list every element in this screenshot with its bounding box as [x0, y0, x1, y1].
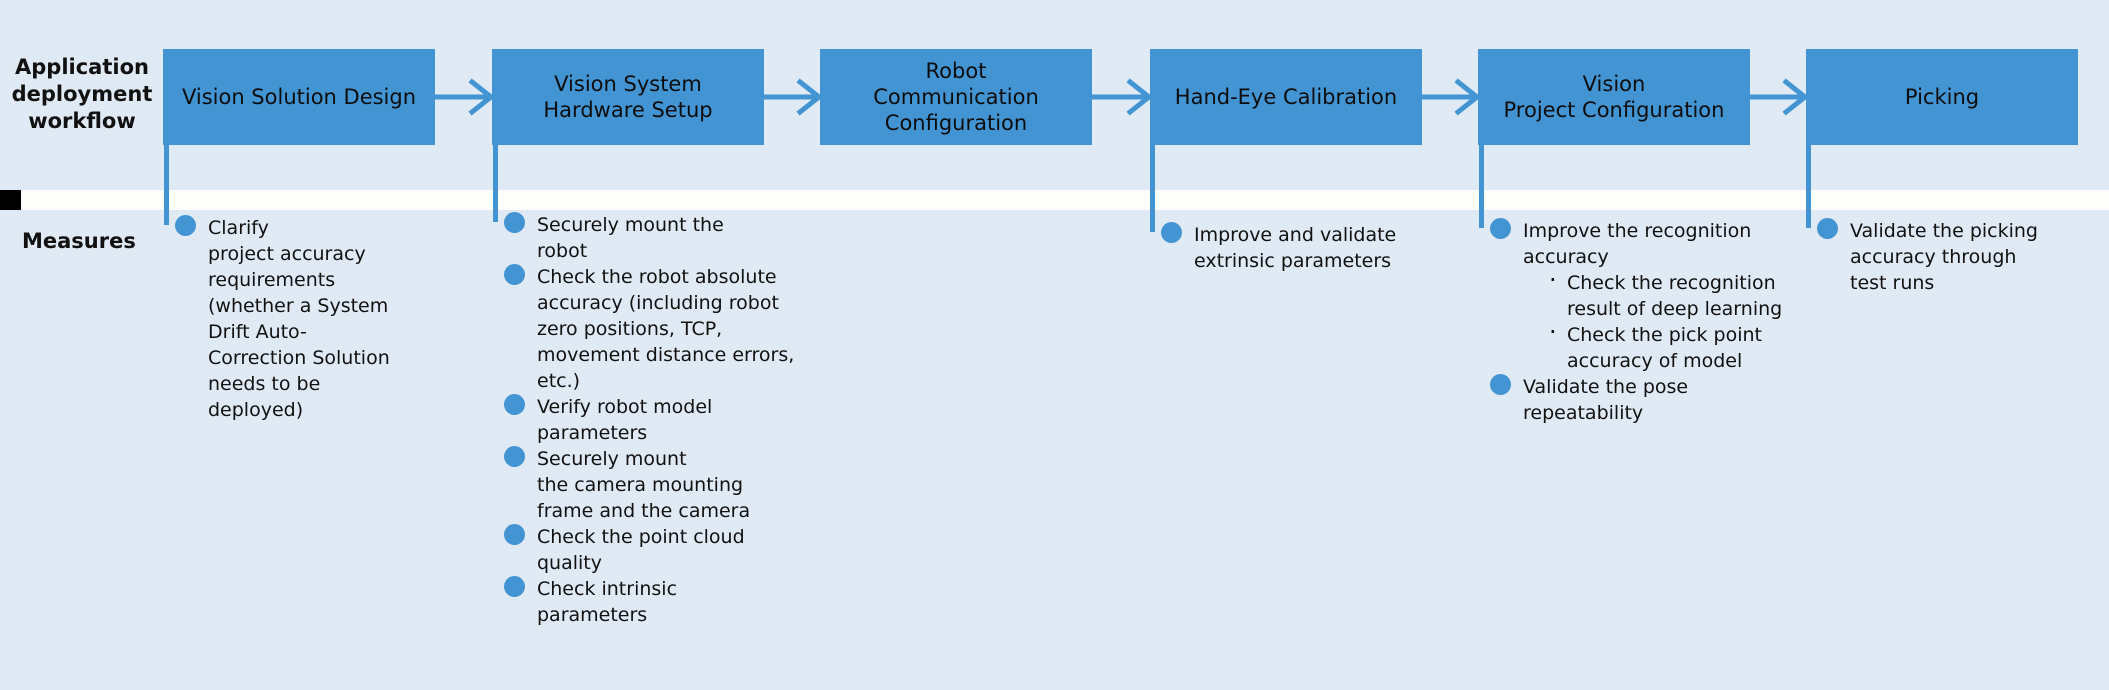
bullet-dot-icon	[1161, 222, 1182, 243]
connector-line-vision-project-configuration	[1479, 145, 1484, 228]
row-label-measures: Measures	[22, 229, 136, 253]
bullet-dot-icon	[504, 394, 525, 415]
stage-box-hand-eye-calibration[interactable]: Hand-Eye Calibration	[1150, 49, 1422, 145]
stage-label-picking: Picking	[1904, 85, 1980, 109]
bullet-dot-icon	[175, 215, 196, 236]
bullet-dot-icon	[1817, 218, 1838, 239]
connector-line-vision-system-hardware-setup	[493, 145, 498, 222]
swimlane-separator	[0, 190, 2109, 210]
stage-label-vision-solution-design: Vision Solution Design	[181, 85, 417, 109]
bullet-dot-icon	[504, 524, 525, 545]
row-label-workflow: Application deployment workflow	[11, 55, 153, 133]
arrow-icon-5	[1750, 78, 1810, 116]
lane-marker	[0, 190, 21, 210]
bullet-dot-icon	[1490, 374, 1511, 395]
connector-line-vision-solution-design	[164, 145, 169, 225]
bullet-dot-icon	[504, 576, 525, 597]
measure-item: Improve the recognitionaccuracyCheck the…	[1490, 218, 1821, 374]
bullet-dot-icon	[504, 212, 525, 233]
connector-line-picking	[1806, 145, 1811, 228]
stage-box-picking[interactable]: Picking	[1806, 49, 2078, 145]
arrow-icon-1	[435, 78, 496, 116]
stage-box-vision-solution-design[interactable]: Vision Solution Design	[163, 49, 435, 145]
stage-label-hand-eye-calibration: Hand-Eye Calibration	[1174, 85, 1398, 109]
bullet-dot-icon	[1490, 218, 1511, 239]
bullet-dot-icon	[504, 264, 525, 285]
arrow-icon-4	[1422, 78, 1482, 116]
connector-line-hand-eye-calibration	[1150, 145, 1155, 232]
measures-group-vision-project-configuration: Improve the recognitionaccuracyCheck the…	[1490, 218, 1821, 426]
arrow-icon-2	[764, 78, 824, 116]
arrow-icon-3	[1092, 78, 1154, 116]
bullet-dot-icon	[504, 446, 525, 467]
